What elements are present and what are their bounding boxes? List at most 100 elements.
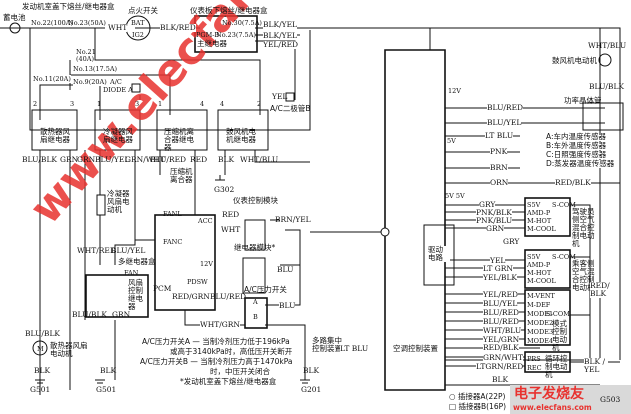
connector-a-legend: ○ 插接器A(22P)	[449, 392, 506, 401]
wire-label: GRN	[77, 155, 96, 164]
pin-m-cool: M-COOL	[527, 277, 556, 285]
wire-label: RED	[222, 210, 240, 219]
pin-prs: PRS	[527, 355, 541, 363]
pgm-b: PGM-B	[196, 31, 220, 39]
fuse-11: No.11(20A)	[33, 75, 71, 83]
sensor-d: D:蒸发器温度传感器	[546, 159, 615, 168]
wire-label: BLU/YEL	[487, 118, 522, 127]
pin: 1	[158, 100, 163, 108]
radiator-fan-motor-label: 散热器风扇电动机	[50, 341, 88, 358]
blower-relay: 鼓风机电机继电器	[226, 127, 256, 144]
wire-label: RED/BLK	[555, 178, 591, 187]
ac-diode-b: A/C二极管B	[270, 104, 311, 113]
wire-label: BLU/RED	[487, 103, 524, 112]
wire-label: RED	[190, 155, 208, 164]
pin-mode4: MODE4	[527, 337, 554, 345]
pin-amd-p: AMD-P	[527, 209, 551, 217]
wire-label: BLU/YEL	[483, 299, 518, 308]
engine-fuse-box-label: 发动机室盖下熔丝/继电器盒	[22, 2, 115, 11]
wire-label: YEL	[490, 256, 506, 265]
wire-label: GRY	[503, 237, 520, 246]
pin-m-vent: M-VENT	[527, 292, 555, 300]
pin: 4	[220, 100, 225, 108]
ignition-ig2: IG2	[132, 31, 144, 39]
wire-label: WHT/BLU	[240, 155, 279, 164]
wire-label: BLK	[100, 366, 117, 375]
wire-label: BLU/RED	[483, 317, 520, 326]
pin-mode2: MODE2	[527, 319, 554, 327]
note-line: *发动机室盖下熔丝/继电器盒	[180, 377, 277, 386]
wire-label: GRN/WHT	[125, 155, 165, 164]
5v-label: 5V 5V	[445, 192, 465, 200]
wire-label: YEL/BLK	[483, 273, 518, 282]
sensor-c: C:日照强度传感器	[546, 150, 607, 159]
wire-label: BLU/BLK	[589, 82, 625, 91]
ground-g503: G503	[600, 395, 621, 404]
sensor-b: B:车外温度传感器	[546, 141, 607, 150]
condenser-fan-motor-label: 冷凝器风扇电动机	[107, 189, 130, 214]
pin: 2	[257, 100, 262, 108]
wire-label: BLU/YEL	[95, 155, 130, 164]
wire-label: BLK	[218, 155, 235, 164]
wire-label: WHT/BLU	[483, 326, 522, 335]
ac-diode-a: A/C	[110, 78, 122, 86]
battery-label: 蓄电池	[3, 13, 26, 22]
dash-fuse-box-label: 仪表板下熔丝/继电器盒	[190, 6, 268, 15]
wire-label: GRN	[486, 224, 505, 233]
note-line: 时，中压开关闭合	[210, 367, 270, 376]
site-logo: 电子发烧友 www.elecfans.com	[510, 385, 631, 414]
switch-b: B	[253, 313, 258, 321]
fuse-21: No.21	[76, 48, 96, 56]
fuse-23b: No.23(7.5A)	[216, 31, 256, 39]
wire-label: BLU/YEL	[111, 246, 146, 255]
wire-label: LT BLU	[485, 131, 514, 140]
ignition-bat: BAT	[131, 19, 145, 27]
fuse-22: No.22(100A)	[31, 19, 73, 27]
wire-label: WHT/RED	[77, 246, 116, 255]
multi-relay-box-label: 多继电器盒	[118, 257, 156, 266]
wire-label: BLU/RED	[150, 155, 187, 164]
driver-mix-motor-label: 驾驶员侧空气混合控制电动机	[572, 207, 595, 248]
wire-label: BLK	[303, 366, 320, 375]
wire-label: WHT/BLU	[588, 41, 627, 50]
wire-label: LT GRN	[483, 264, 513, 273]
pin-m-hot: M-HOT	[527, 217, 552, 225]
wire-label: LTGRN/RED	[476, 362, 524, 371]
pin-mode1: MODE1	[527, 310, 554, 318]
pin-m-hot: M-HOT	[527, 269, 552, 277]
pin: 2	[33, 100, 38, 108]
pin-s-com: S-COM	[552, 253, 576, 261]
12v-label: 12V	[200, 260, 213, 268]
ground-g201: G201	[301, 385, 322, 394]
ground-g501: G501	[96, 385, 117, 394]
main-relay-label: 主继电器	[197, 39, 227, 48]
pin-m-cool: M-COOL	[527, 225, 556, 233]
wire-label: BLU/BLK	[22, 155, 58, 164]
acc-label: ACC	[198, 217, 213, 225]
wire-label: RED/GRN	[172, 292, 210, 301]
note-line: A/C压力开关B — 当制冷剂压力高于1470kPa	[140, 357, 293, 366]
wire-label: BLK	[34, 366, 51, 375]
gauge-control-module-label: 仪表控制模块	[233, 196, 278, 205]
pin-s5v: S5V	[527, 201, 541, 209]
note-line: A/C压力开关A — 当制冷剂压力低于196kPa	[142, 337, 290, 346]
radiator-fan-relay: 散热器风扇继电器	[40, 127, 70, 144]
sensor-a: A:车内温度传感器	[546, 132, 607, 141]
wire-label: PNK/BLU	[476, 216, 513, 225]
blower-motor-label: 鼓风机电动机	[552, 56, 597, 65]
pin-m-def: M-DEF	[527, 301, 551, 309]
wire-label: GRN	[112, 310, 131, 319]
fanl-label: FANL	[163, 210, 182, 218]
pin: 1	[97, 100, 102, 108]
wire-label: RED/BLK	[483, 343, 519, 352]
wire-label: YEL/RED	[483, 290, 519, 299]
compressor-clutch-relay: 压缩机离合器继电器	[164, 127, 194, 152]
wire-label: WHT/GRN	[200, 320, 240, 329]
pdsw-label: PDSW	[187, 278, 208, 286]
wire-label: BLK/YEL	[263, 20, 298, 29]
fan-label: FAN	[124, 269, 139, 277]
power-transistor-label: 功率晶体管	[564, 96, 602, 105]
wire-label: BLU/BLK	[72, 310, 108, 319]
wire-label: BLK/YEL	[263, 31, 298, 40]
